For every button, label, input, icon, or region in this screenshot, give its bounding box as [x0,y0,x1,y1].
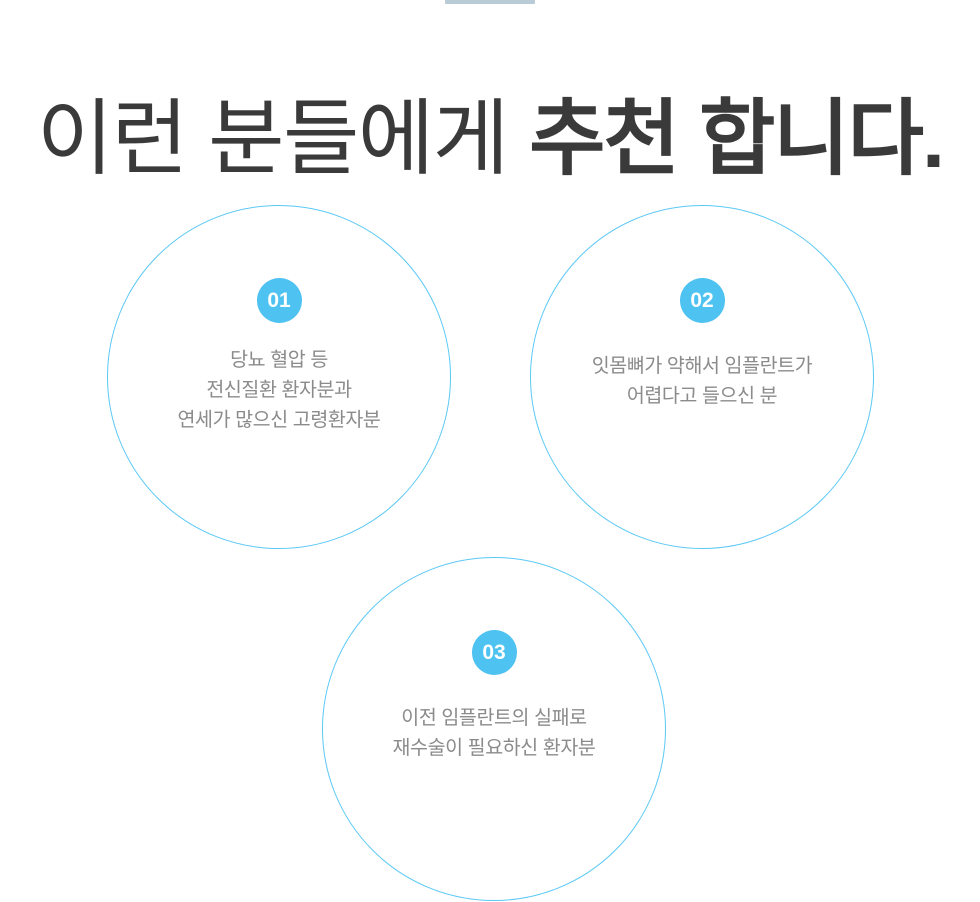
recommendation-circle-01: 01 당뇨 혈압 등 전신질환 환자분과 연세가 많으신 고령환자분 [107,205,451,549]
number-badge-03: 03 [471,630,517,675]
recommendation-circle-02: 02 잇몸뼈가 약해서 임플란트가 어렵다고 들으신 분 [530,205,874,549]
page-title: 이런 분들에게 추천 합니다. [0,90,980,188]
page-title-light: 이런 분들에게 [36,91,530,185]
number-badge-02: 02 [679,278,725,323]
recommendation-circle-03: 03 이전 임플란트의 실패로 재수술이 필요하신 환자분 [322,557,666,901]
page-title-bold: 추천 합니다. [529,91,945,185]
circle-content-01: 01 당뇨 혈압 등 전신질환 환자분과 연세가 많으신 고령환자분 [108,206,450,548]
circle-description-03: 이전 임플란트의 실패로 재수술이 필요하신 환자분 [392,707,596,760]
circle-content-02: 02 잇몸뼈가 약해서 임플란트가 어렵다고 들으신 분 [531,206,873,548]
circle-content-03: 03 이전 임플란트의 실패로 재수술이 필요하신 환자분 [323,558,665,900]
number-badge-01: 01 [256,278,302,323]
top-accent-bar [445,0,535,4]
circle-description-02: 잇몸뼈가 약해서 임플란트가 어렵다고 들으신 분 [591,355,813,408]
circle-description-01: 당뇨 혈압 등 전신질환 환자분과 연세가 많으신 고령환자분 [177,349,381,432]
